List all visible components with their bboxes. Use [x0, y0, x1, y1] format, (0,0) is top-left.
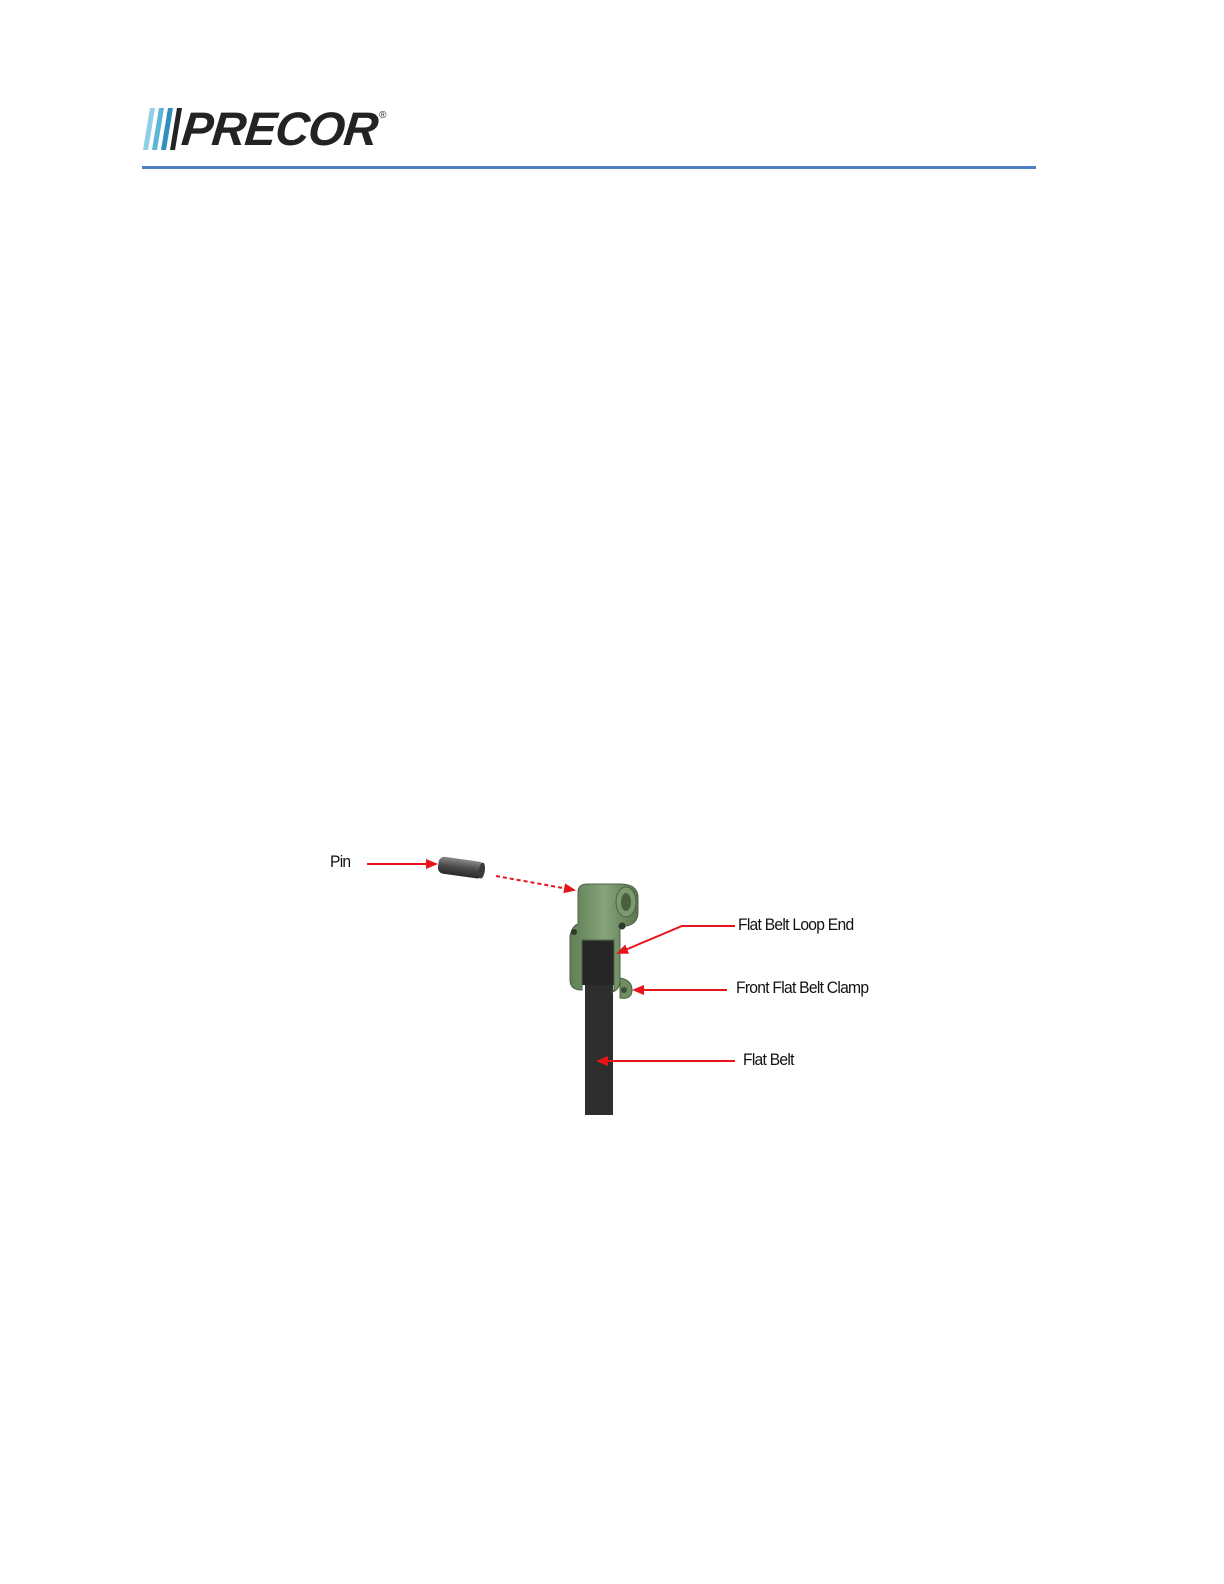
loop-end-arrow: [618, 926, 735, 953]
header-rule: [142, 166, 1036, 169]
flat-belt-part: [582, 935, 614, 1115]
pin-insert-arrow: [496, 876, 574, 890]
flat-belt-label: Flat Belt: [743, 1050, 794, 1070]
page-header: PRECOR ®: [142, 100, 1036, 172]
precor-logo: PRECOR ®: [142, 106, 386, 152]
pin-label: Pin: [330, 852, 350, 872]
pin-part: [437, 856, 486, 879]
logo-stripes-icon: [142, 108, 182, 150]
front-flat-belt-clamp-label: Front Flat Belt Clamp: [736, 978, 868, 998]
logo-registered-mark: ®: [379, 110, 386, 121]
flat-belt-loop-end-label: Flat Belt Loop End: [738, 915, 853, 935]
belt-clamp-figure: Pin Flat Belt Loop End Front Flat Belt C…: [320, 840, 920, 1130]
logo-wordmark: PRECOR: [180, 106, 380, 152]
